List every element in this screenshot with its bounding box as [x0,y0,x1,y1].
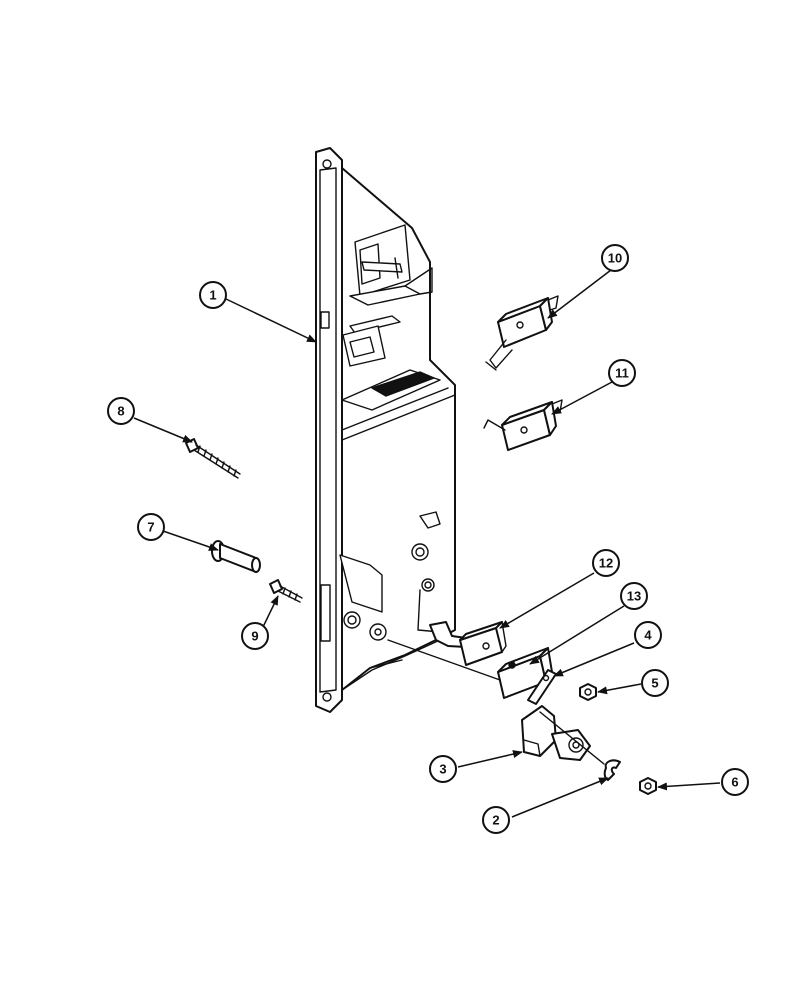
shoulder-pin [211,540,261,573]
micro-switch-11 [483,399,563,451]
latch-cam-3 [521,705,591,761]
actuator-switch-12 [429,621,507,666]
callout-label: 10 [608,251,622,266]
callout-1: 1 [199,281,227,309]
callout-label: 13 [627,589,641,604]
callout-label: 5 [651,676,658,691]
callout-label: 8 [117,404,124,419]
callout-12: 12 [592,549,620,577]
micro-switch-10 [485,295,559,371]
callout-label: 1 [209,288,216,303]
hex-nut-6 [639,777,657,795]
e-ring-2 [603,759,621,781]
callout-label: 9 [251,629,258,644]
callout-6: 6 [721,768,749,796]
callout-label: 3 [439,762,446,777]
assembly-guide-line [387,639,605,765]
small-screw [269,579,303,603]
callout-label: 2 [492,813,499,828]
callout-10: 10 [601,244,629,272]
long-screw [185,438,241,479]
leader-lines [133,269,721,818]
hex-nut-5 [579,683,597,701]
callout-13: 13 [620,582,648,610]
callout-7: 7 [137,513,165,541]
callout-label: 12 [599,556,613,571]
latch-plate [315,147,456,713]
callout-label: 7 [147,520,154,535]
callout-11: 11 [608,359,636,387]
callout-8: 8 [107,397,135,425]
callout-4: 4 [634,621,662,649]
callout-label: 11 [615,366,629,381]
callout-label: 6 [731,775,738,790]
callout-9: 9 [241,622,269,650]
callout-2: 2 [482,806,510,834]
callout-label: 4 [644,628,652,643]
callout-3: 3 [429,755,457,783]
callout-5: 5 [641,669,669,697]
